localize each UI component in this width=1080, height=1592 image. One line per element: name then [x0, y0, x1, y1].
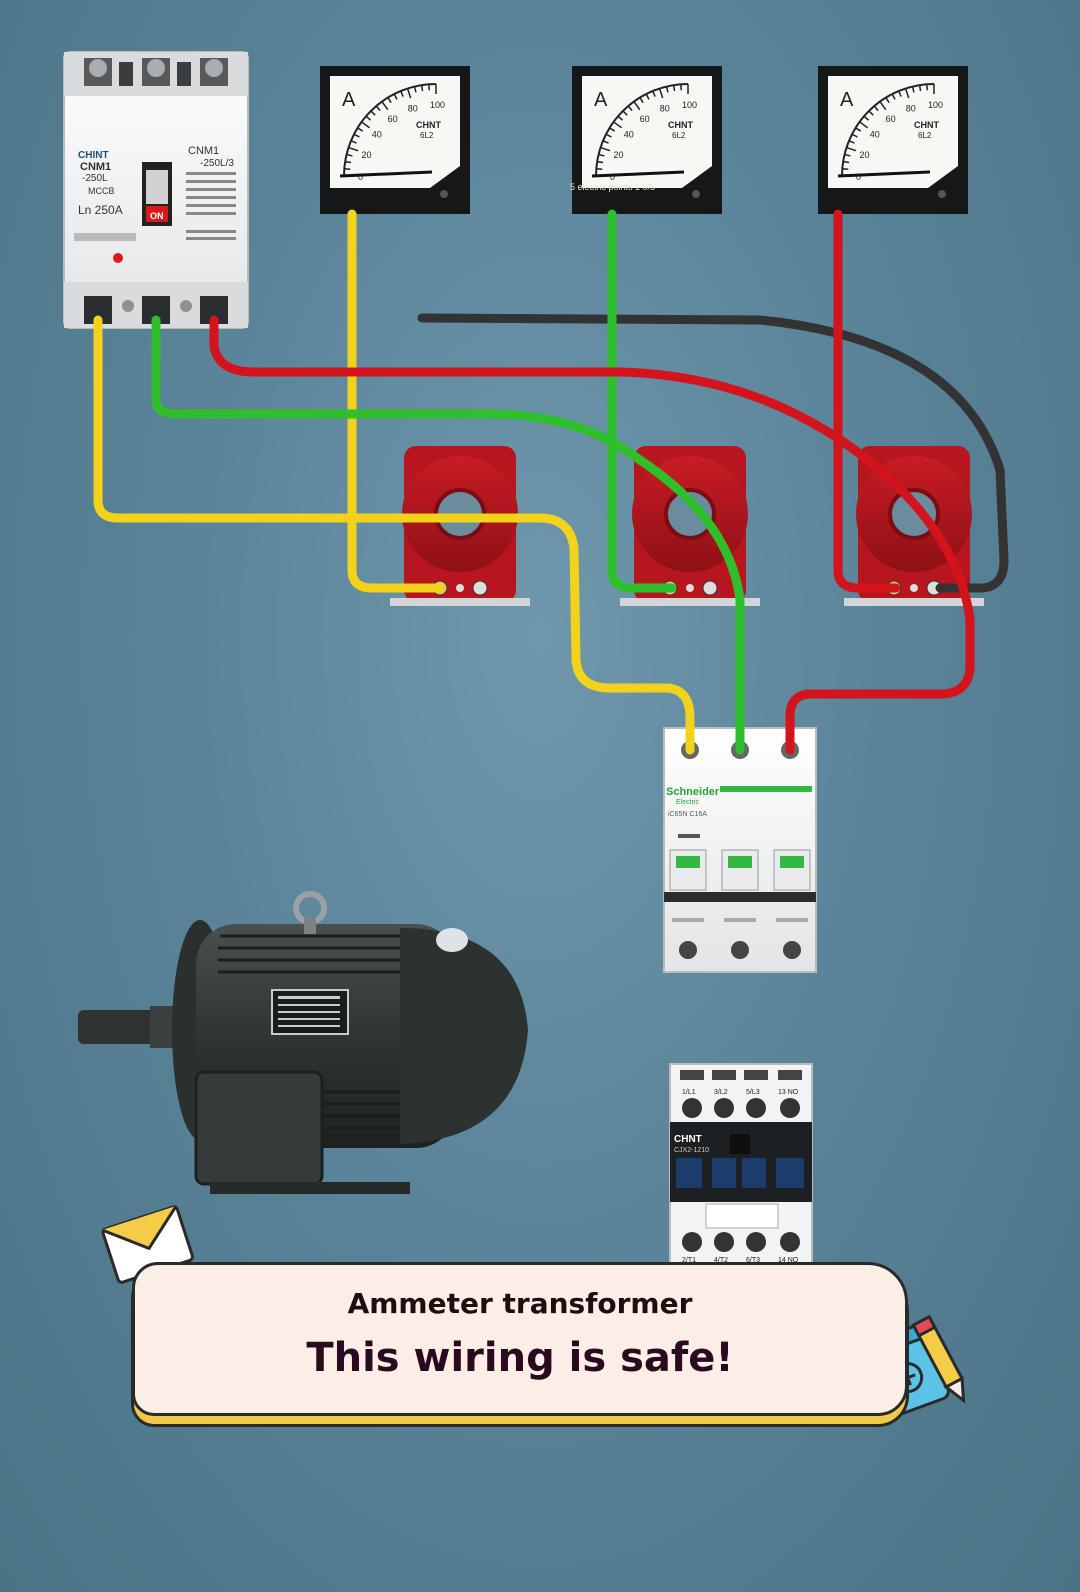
ammeter-tick-label: 100: [430, 100, 445, 110]
ammeter-tick-label: 0: [358, 172, 363, 182]
contactor-bottom-label: 2/T1: [682, 1257, 696, 1264]
mccb-model: CNM1: [80, 161, 111, 173]
ammeter-tick-label: 20: [860, 150, 870, 160]
mccb-top-terminals: [84, 58, 228, 86]
mccb-brand: CHINT: [78, 150, 109, 161]
ammeter-model: 6L2: [672, 131, 686, 140]
motor-terminal-box: [194, 1070, 324, 1186]
ammeter-tick-label: 40: [870, 130, 880, 140]
contactor-top-label: 3/L2: [714, 1089, 728, 1096]
wire-phase-yellow: [93, 315, 695, 755]
ct-core-hole: [664, 488, 716, 540]
mccb-breaker[interactable]: CHINT CNM1 -250L MCCB Ln 250A CNM1 -250L…: [63, 51, 249, 329]
ammeter-tick-label: 60: [886, 114, 896, 124]
current-transformers: [390, 446, 984, 606]
ct-core-hole: [888, 488, 940, 540]
mcb-brand: Schneider: [666, 786, 720, 798]
ammeter-overlay-text: 5 electric points 1 0/5: [570, 182, 655, 192]
mcb-sub: Electric: [676, 799, 699, 806]
mccb-type: MCCB: [88, 186, 115, 196]
ammeter-tick-label: 0: [856, 172, 861, 182]
mccb-model-right: CNM1: [188, 145, 219, 157]
mcb-toggles[interactable]: [669, 849, 811, 891]
ammeter-needle: [837, 170, 931, 178]
mccb-test-button[interactable]: [113, 253, 123, 263]
mccb-switch-label: ON: [150, 211, 164, 221]
motor-eyebolt-icon: [293, 891, 327, 934]
ammeter-brand: CHNT: [914, 120, 939, 130]
motor-fan-cover: [400, 928, 528, 1144]
ammeter-tick-label: 60: [640, 114, 650, 124]
contactor-bottom-labels: 2/T1 4/T2 6/T3 14 NO: [682, 1257, 799, 1264]
contactor-model: CJX2-1210: [674, 1147, 709, 1154]
ammeter-tick-label: 20: [614, 150, 624, 160]
ammeter-tick-label: 80: [408, 104, 418, 114]
contactor-top-terminals: [680, 1070, 802, 1118]
mccb-frame-right: -250L/3: [200, 158, 234, 169]
contactor-bottom-label: 14 NO: [778, 1257, 799, 1264]
wires: [93, 209, 1009, 755]
contactor[interactable]: 1/L1 3/L2 5/L3 13 NO CHNT CJX2-1210 2/T1 4/T…: [669, 1063, 813, 1265]
ammeter-needle: [339, 170, 433, 178]
ammeter-unit: A: [840, 89, 854, 111]
contactor-bottom-label: 4/T2: [714, 1257, 728, 1264]
ammeter-tick-label: 60: [388, 114, 398, 124]
contactor-top-label: 1/L1: [682, 1089, 696, 1096]
caption-subtitle: Ammeter transformer: [347, 1287, 693, 1320]
ammeter-tick-label: 100: [928, 100, 943, 110]
contactor-bottom-label: 6/T3: [746, 1257, 760, 1264]
motor: [78, 891, 528, 1194]
caption-card: Ammeter transformer This wiring is safe!: [132, 1262, 908, 1416]
wire-ammeter2-signal: [607, 209, 677, 593]
ammeter-tick-label: 0: [610, 172, 615, 182]
wire-ammeter1-signal: [347, 209, 445, 593]
ammeter-tick-label: 100: [682, 100, 697, 110]
mcb-model: iC65N C16A: [668, 811, 707, 818]
contactor-top-label: 13 NO: [778, 1089, 799, 1096]
ammeter-model: 6L2: [918, 131, 932, 140]
mccb-handle[interactable]: ON: [142, 162, 172, 226]
contactor-brand: CHNT: [674, 1134, 702, 1145]
mccb-frame: -250L: [82, 173, 108, 184]
ammeter-needle: [591, 170, 685, 178]
wire-ammeter3-signal: [833, 209, 901, 593]
ammeter-tick-label: 40: [372, 130, 382, 140]
wire-phase-red: [209, 315, 975, 755]
ammeter-model: 6L2: [420, 131, 434, 140]
ammeter-unit: A: [342, 89, 356, 111]
wire-neutral: [417, 313, 1009, 593]
mcb-bottom-terminals: [672, 918, 808, 959]
mcb-breaker[interactable]: Schneider Electric iC65N C16A: [663, 727, 817, 973]
ammeter-tick-label: 40: [624, 130, 634, 140]
pencil-icon: [911, 1314, 966, 1404]
mccb-rating: Ln 250A: [78, 203, 123, 217]
current-transformer-1: [390, 446, 530, 606]
ammeter-tick-label: 20: [362, 150, 372, 160]
ammeter-tick-label: 80: [906, 104, 916, 114]
contactor-bottom-terminals: [682, 1232, 800, 1252]
ammeter-tick-label: 80: [660, 104, 670, 114]
ammeter-brand: CHNT: [668, 120, 693, 130]
contactor-top-label: 5/L3: [746, 1089, 760, 1096]
contactor-top-labels: 1/L1 3/L2 5/L3 13 NO: [682, 1089, 799, 1096]
mccb-spec-lines: [74, 172, 236, 241]
contactor-windows: [676, 1158, 804, 1188]
ammeter-unit: A: [594, 89, 608, 111]
wire-phase-green: [151, 315, 745, 755]
caption-title: This wiring is safe!: [306, 1335, 734, 1381]
ammeter-brand: CHNT: [416, 120, 441, 130]
